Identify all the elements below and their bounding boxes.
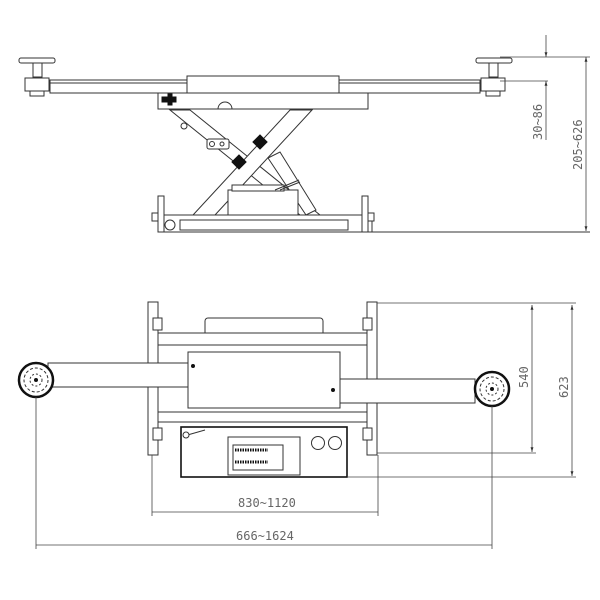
right-pad-top bbox=[473, 370, 511, 408]
left-lift-pad bbox=[18, 57, 56, 97]
left-pad-top bbox=[17, 361, 55, 399]
top-view bbox=[17, 301, 511, 478]
handle bbox=[204, 317, 324, 333]
side-view bbox=[18, 57, 590, 233]
side-dimensions: 30~86 205~626 bbox=[500, 35, 590, 231]
lock-icon bbox=[161, 93, 177, 106]
dim-total-height: 205~626 bbox=[571, 119, 585, 170]
dim-overall-depth: 623 bbox=[557, 376, 571, 398]
top-plate bbox=[186, 75, 340, 94]
left-arm bbox=[47, 362, 189, 388]
dim-arm-span: 666~1624 bbox=[236, 529, 294, 543]
center-plate bbox=[187, 351, 341, 409]
dim-frame-width: 830~1120 bbox=[238, 496, 296, 510]
dim-frame-depth: 540 bbox=[517, 366, 531, 388]
dim-lift-pad-height: 30~86 bbox=[531, 104, 545, 140]
scissor-arms bbox=[168, 109, 322, 217]
top-dimensions: 540 623 830~1120 666~1624 bbox=[35, 302, 576, 549]
sub-frame bbox=[157, 92, 369, 110]
right-arm bbox=[339, 378, 476, 404]
right-lift-pad bbox=[475, 57, 513, 97]
